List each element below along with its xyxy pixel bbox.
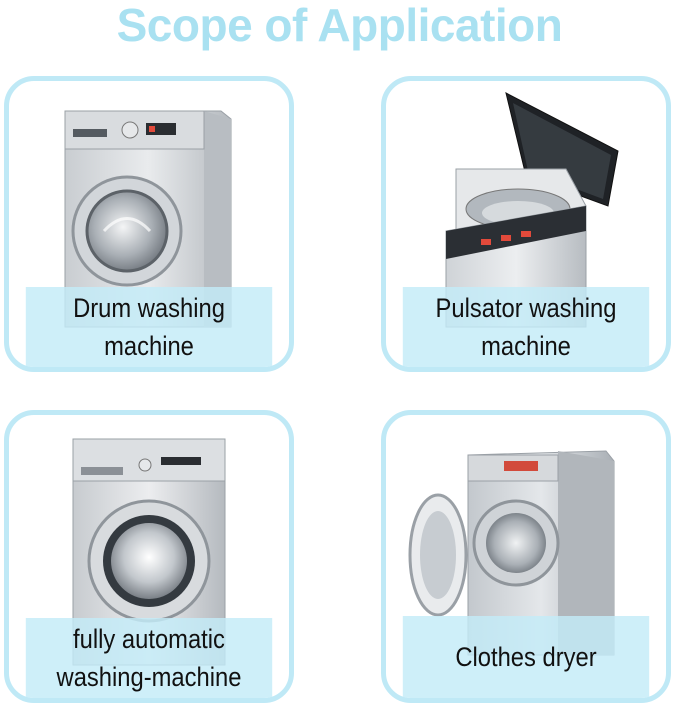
card-pulsator-washing-machine: Pulsator washing machine <box>381 76 671 372</box>
card-caption: fully automatic washing-machine <box>25 618 273 698</box>
caption-line-2: machine <box>104 331 194 361</box>
clothes-dryer-icon <box>408 450 615 656</box>
card-caption: Drum washing machine <box>25 287 273 367</box>
drum-washing-machine-icon <box>64 110 232 328</box>
page-title: Scope of Application <box>116 0 563 51</box>
card-caption: Clothes dryer <box>402 616 650 698</box>
card-fully-automatic-washing-machine: fully automatic washing-machine <box>4 410 294 703</box>
card-caption: Pulsator washing machine <box>402 287 650 367</box>
caption-line-2: machine <box>481 331 571 361</box>
caption-line-1: fully automatic <box>73 624 225 654</box>
caption-line-1: Drum washing <box>73 293 225 323</box>
caption-line-2: washing-machine <box>56 662 242 692</box>
caption-line-1: Pulsator washing <box>435 293 617 323</box>
caption-line-1: Clothes dryer <box>455 642 597 672</box>
card-drum-washing-machine: Drum washing machine <box>4 76 294 372</box>
card-clothes-dryer: Clothes dryer <box>381 410 671 703</box>
